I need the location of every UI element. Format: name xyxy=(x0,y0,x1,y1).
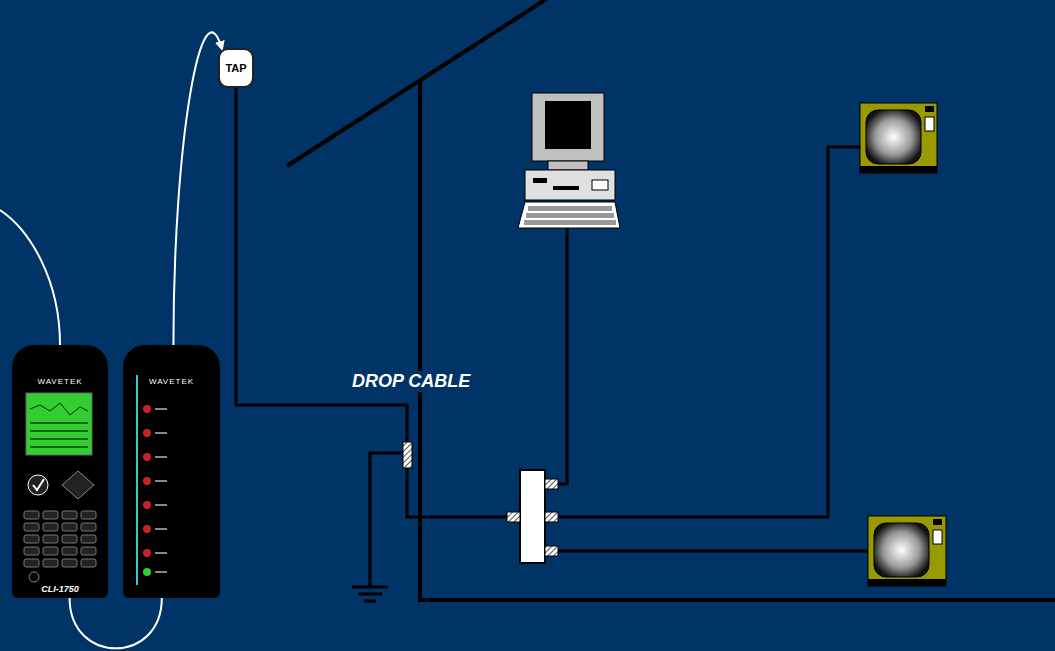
ground-wire xyxy=(370,453,403,587)
ground-block xyxy=(403,442,412,468)
splitter-port xyxy=(545,479,558,489)
splitter xyxy=(520,470,545,563)
meter-cable xyxy=(0,210,60,345)
splitter-port xyxy=(507,512,520,522)
test-cable xyxy=(70,598,162,648)
house-wall xyxy=(420,80,1055,600)
splitter-port xyxy=(545,512,558,522)
roof-line xyxy=(287,0,548,166)
leakage-detector: WAVETEK xyxy=(123,345,220,598)
drop-cable-to-splitter xyxy=(407,468,508,517)
brand-label: WAVETEK xyxy=(149,377,194,386)
test-cable xyxy=(173,32,222,345)
signal-level-meter: WAVETEK CLI-1750 xyxy=(12,345,108,598)
ground-symbol xyxy=(352,587,388,601)
brand-label: WAVETEK xyxy=(37,377,82,386)
tv-icon xyxy=(868,516,946,586)
splitter-port xyxy=(545,546,558,556)
computer-icon xyxy=(518,93,620,228)
tv-icon xyxy=(860,103,937,173)
tap-box: TAP xyxy=(218,48,254,88)
cable xyxy=(558,550,870,553)
model-label: CLI-1750 xyxy=(41,584,79,594)
cable-label: DROP CABLE xyxy=(350,371,472,392)
cable xyxy=(558,228,567,484)
tap-label: TAP xyxy=(225,62,246,74)
